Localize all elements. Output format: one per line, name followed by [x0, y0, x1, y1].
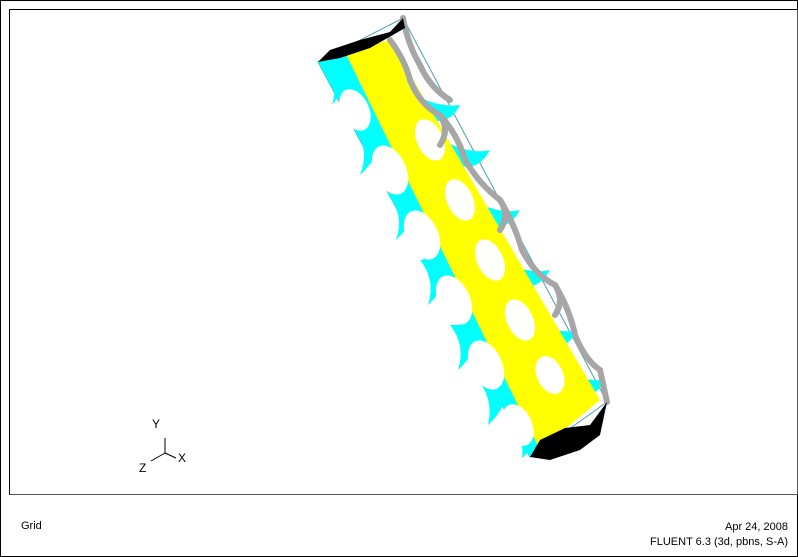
wall-holes — [339, 89, 565, 446]
yellow-wall-surface — [345, 40, 600, 450]
display-title: Grid — [21, 520, 42, 532]
solver-info: FLUENT 6.3 (3d, pbns, S-A) — [650, 536, 788, 548]
info-bar: Grid Apr 24, 2008 FLUENT 6.3 (3d, pbns, … — [9, 495, 796, 555]
axis-z-label: Z — [139, 461, 146, 475]
axis-y-label: Y — [152, 417, 160, 431]
info-right-block: Apr 24, 2008 FLUENT 6.3 (3d, pbns, S-A) — [650, 520, 788, 550]
end-cap-bottom — [530, 402, 607, 460]
axis-x-label: X — [178, 451, 186, 465]
axis-triad: Y X Z — [139, 417, 186, 475]
display-date: Apr 24, 2008 — [725, 521, 788, 533]
graphics-viewport[interactable]: Y X Z — [9, 9, 798, 495]
end-cap-top — [318, 18, 405, 62]
mesh-display: Y X Z — [139, 15, 610, 475]
gray-lattice — [387, 15, 610, 405]
